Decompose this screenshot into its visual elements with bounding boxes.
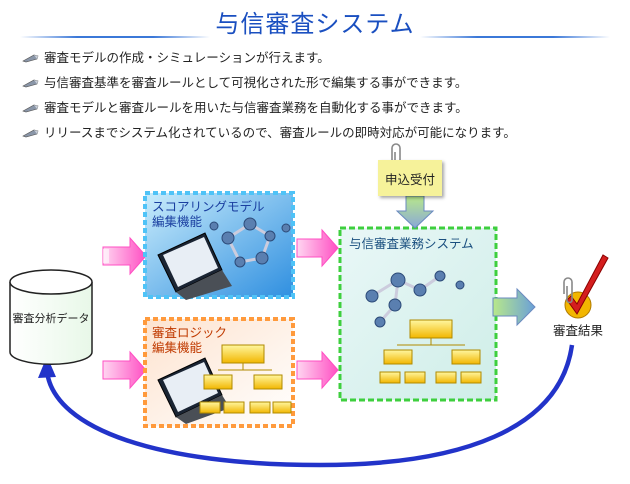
bullet-text-4: リリースまでシステム化されているので、審査ルールの即時対応が可能になります。 (44, 125, 516, 140)
pen-icon (22, 54, 39, 63)
credit-review-system-box (338, 226, 498, 402)
system-label: 与信審査業務システム (349, 236, 474, 251)
review-logic-label: 審査ロジック 編集機能 (152, 325, 227, 355)
title-underline-left (20, 36, 210, 38)
feedback-loop-arrow (44, 344, 575, 468)
molecule-icon (365, 270, 465, 328)
bullet-text-1: 審査モデルの作成・シミュレーションが行えます。 (44, 50, 330, 65)
bullet-text-3: 審査モデルと審査ルールを用いた与信審査業務を自動化する事ができます。 (44, 100, 468, 115)
scoring-model-title: スコアリングモデル (152, 199, 265, 214)
arrow-application-to-system (395, 195, 435, 229)
laptop-icon (157, 232, 232, 300)
org-chart-icon (379, 319, 482, 384)
pen-icon (22, 129, 39, 138)
pen-icon (22, 104, 39, 113)
arrow-system-to-result (492, 287, 536, 327)
molecule-icon (209, 217, 291, 268)
scoring-model-label: スコアリングモデル 編集機能 (152, 199, 265, 229)
title-bar: 与信審査システム (0, 4, 630, 38)
arrow-db-to-scoring (102, 236, 147, 276)
list-item: リリースまでシステム化されているので、審査ルールの即時対応が可能になります。 (22, 123, 622, 148)
database-label: 審査分析データ (12, 312, 90, 325)
paper-clip-icon (563, 277, 573, 304)
review-logic-title: 審査ロジック (152, 325, 228, 340)
application-note: 申込受付 (378, 160, 442, 196)
application-note-label: 申込受付 (385, 172, 436, 187)
arrow-db-to-logic (102, 350, 147, 390)
title-underline-right (420, 36, 610, 38)
arrow-scoring-to-system (296, 228, 339, 268)
review-logic-subtitle: 編集機能 (152, 340, 203, 355)
scoring-model-subtitle: 編集機能 (152, 214, 203, 229)
page-title: 与信審査システム (215, 10, 415, 38)
bullet-text-2: 与信審査基準を審査ルールとして可視化された形で編集する事ができます。 (44, 75, 468, 90)
result-note: 審査結果 (548, 294, 610, 340)
database-icon (9, 269, 93, 366)
list-item: 与信審査基準を審査ルールとして可視化された形で編集する事ができます。 (22, 73, 622, 98)
pen-icon (22, 79, 39, 88)
result-note-label: 審査結果 (553, 323, 604, 338)
feature-list: 審査モデルの作成・シミュレーションが行えます。 与信審査基準を審査ルールとして可… (22, 48, 622, 148)
list-item: 審査モデルの作成・シミュレーションが行えます。 (22, 48, 622, 73)
feedback-loop-arrowhead (38, 356, 56, 378)
org-chart-icon (199, 344, 292, 414)
arrow-logic-to-system (296, 350, 339, 390)
list-item: 審査モデルと審査ルールを用いた与信審査業務を自動化する事ができます。 (22, 98, 622, 123)
